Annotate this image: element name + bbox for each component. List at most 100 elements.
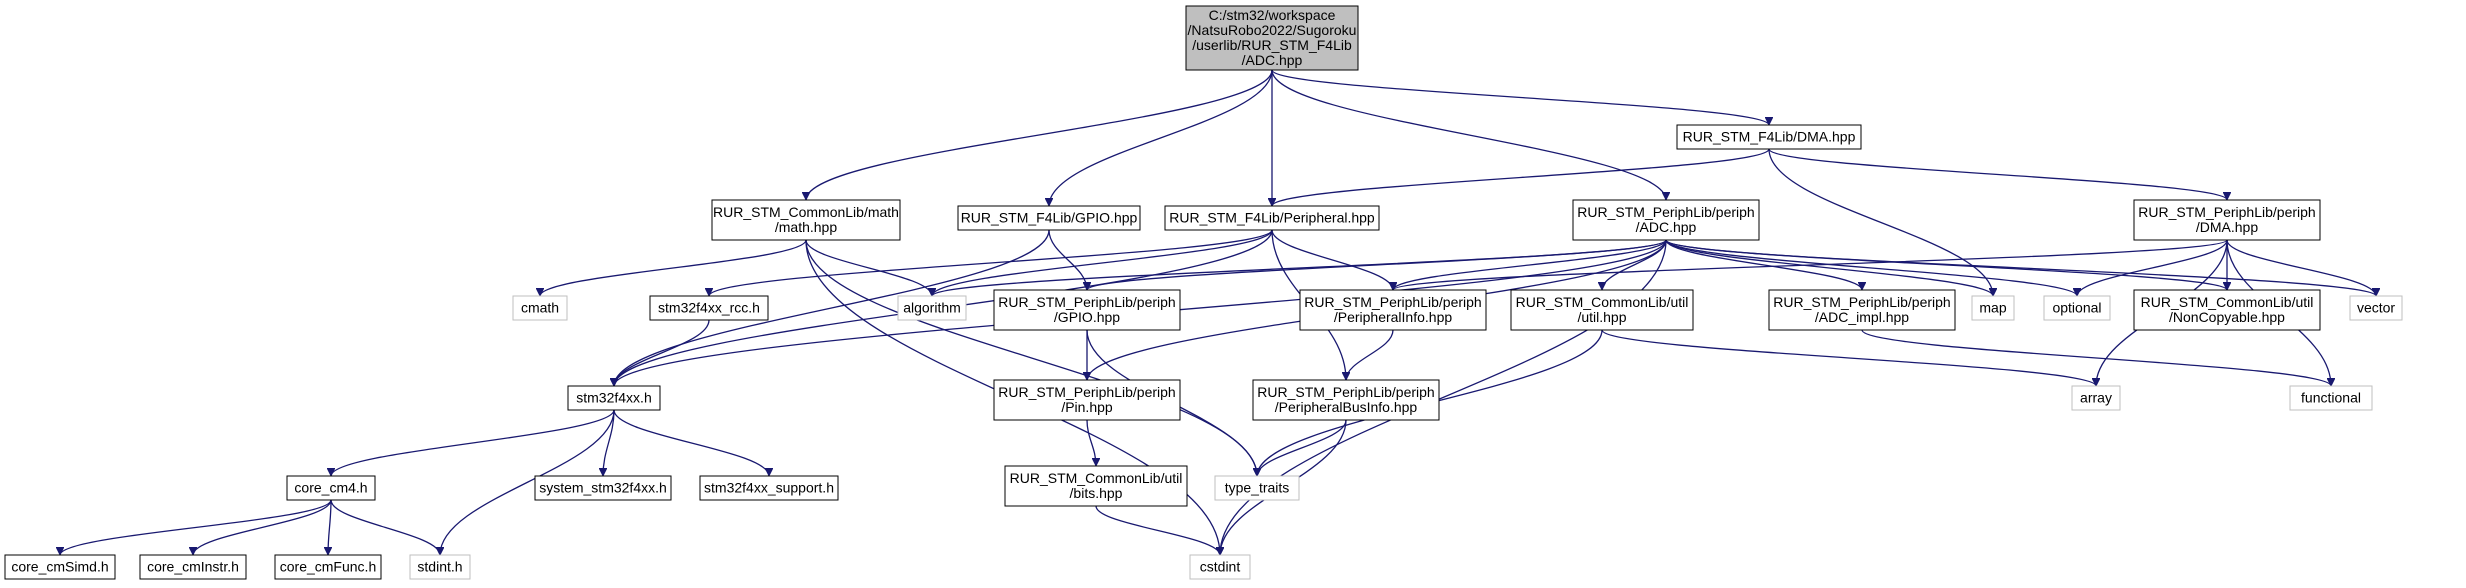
node-label-line: /NatsuRobo2022/Sugoroku: [1188, 22, 1357, 38]
node-label-line: system_stm32f4xx.h: [539, 480, 667, 496]
node-label-line: RUR_STM_PeriphLib/periph: [998, 294, 1175, 310]
node-label-line: /PeripheralBusInfo.hpp: [1275, 399, 1418, 415]
node-label-line: vector: [2357, 300, 2395, 316]
edge-util_hpp-to-array: [1601, 329, 2096, 387]
node-util_hpp[interactable]: RUR_STM_CommonLib/util/util.hpp: [1510, 289, 1694, 331]
node-box: [2043, 295, 2111, 321]
node-periph_gpio_hpp[interactable]: RUR_STM_PeriphLib/periph/GPIO.hpp: [993, 289, 1181, 331]
edge-layer: [60, 69, 2376, 556]
edge-stm32f4xx_h-to-support_h: [613, 409, 769, 477]
node-periph_info_hpp[interactable]: RUR_STM_PeriphLib/periph/PeripheralInfo.…: [1299, 289, 1487, 331]
node-label-line: functional: [2301, 390, 2361, 406]
edge-periph_dma_hpp-to-periph_info_hpp: [1393, 239, 2228, 291]
node-stm32f4xx_h[interactable]: stm32f4xx.h: [567, 385, 661, 411]
edge-math_hpp-to-cmath: [540, 239, 807, 297]
node-label-line: RUR_STM_PeriphLib/periph: [998, 384, 1175, 400]
node-simd_h[interactable]: core_cmSimd.h: [4, 554, 116, 580]
edge-dma_hpp-to-map: [1768, 148, 1993, 296]
edge-core_cm4_h-to-func_h: [328, 499, 331, 555]
node-noncopyable_hpp[interactable]: RUR_STM_CommonLib/util/NonCopyable.hpp: [2133, 289, 2321, 331]
node-math_hpp[interactable]: RUR_STM_CommonLib/math/math.hpp: [711, 199, 901, 241]
node-box: [1971, 295, 2015, 321]
node-periph_bus_info_hpp[interactable]: RUR_STM_PeriphLib/periph/PeripheralBusIn…: [1252, 379, 1440, 421]
node-label-line: /GPIO.hpp: [1054, 309, 1120, 325]
node-label-line: /util.hpp: [1577, 309, 1626, 325]
node-label-line: core_cmSimd.h: [11, 559, 108, 575]
node-label-line: algorithm: [903, 300, 961, 316]
edge-rcc_h-to-stm32f4xx_h: [614, 319, 710, 387]
node-box: [512, 295, 568, 321]
node-label-line: RUR_STM_PeriphLib/periph: [2138, 204, 2315, 220]
edge-root-to-dma_hpp: [1271, 69, 1769, 126]
node-periph_adc_hpp[interactable]: RUR_STM_PeriphLib/periph/ADC.hpp: [1572, 199, 1760, 241]
node-system_h[interactable]: system_stm32f4xx.h: [534, 475, 672, 501]
node-label-line: RUR_STM_PeriphLib/periph: [1773, 294, 1950, 310]
node-box: [1676, 124, 1862, 150]
node-support_h[interactable]: stm32f4xx_support.h: [699, 475, 839, 501]
node-instr_h[interactable]: core_cmInstr.h: [139, 554, 247, 580]
edge-stm32f4xx_h-to-core_cm4_h: [331, 409, 615, 477]
edge-dma_hpp-to-periph_dma_hpp: [1768, 148, 2227, 201]
edge-peripheral_hpp-to-periph_info_hpp: [1271, 229, 1393, 291]
edge-core_cm4_h-to-simd_h: [60, 499, 332, 556]
node-dma_hpp[interactable]: RUR_STM_F4Lib/DMA.hpp: [1676, 124, 1862, 150]
node-vector: vector: [2349, 295, 2403, 321]
edge-periph_bus_info_hpp-to-type_traits: [1257, 419, 1347, 477]
node-label-line: cmath: [521, 300, 559, 316]
node-peripheral_hpp[interactable]: RUR_STM_F4Lib/Peripheral.hpp: [1164, 205, 1380, 231]
edge-periph_dma_hpp-to-vector: [2226, 239, 2376, 297]
node-label-line: type_traits: [1225, 480, 1290, 496]
node-label-line: RUR_STM_PeriphLib/periph: [1577, 204, 1754, 220]
node-rcc_h[interactable]: stm32f4xx_rcc.h: [649, 295, 769, 321]
node-type_traits: type_traits: [1214, 475, 1300, 501]
node-box: [699, 475, 839, 501]
edge-periph_adc_hpp-to-adc_impl_hpp: [1665, 239, 1862, 291]
node-box: [2133, 199, 2321, 241]
node-label-line: map: [1979, 300, 2006, 316]
node-box: [1185, 5, 1359, 71]
node-label-line: /DMA.hpp: [2196, 219, 2258, 235]
node-cstdint: cstdint: [1189, 554, 1251, 580]
node-functional: functional: [2289, 385, 2373, 411]
node-box: [1510, 289, 1694, 331]
node-box: [897, 295, 967, 321]
node-pin_hpp[interactable]: RUR_STM_PeriphLib/periph/Pin.hpp: [993, 379, 1181, 421]
node-box: [711, 199, 901, 241]
node-label-line: array: [2080, 390, 2112, 406]
node-adc_impl_hpp[interactable]: RUR_STM_PeriphLib/periph/ADC_impl.hpp: [1768, 289, 1956, 331]
node-box: [1004, 465, 1188, 507]
node-label-line: /math.hpp: [775, 219, 837, 235]
edge-periph_adc_hpp-to-periph_info_hpp: [1393, 239, 1667, 291]
node-label-line: /bits.hpp: [1070, 485, 1123, 501]
edge-root-to-gpio_hpp: [1049, 69, 1273, 206]
node-label-line: /ADC.hpp: [1636, 219, 1697, 235]
node-gpio_hpp[interactable]: RUR_STM_F4Lib/GPIO.hpp: [957, 205, 1141, 231]
node-layer: C:/stm32/workspace/NatsuRobo2022/Sugorok…: [4, 5, 2403, 580]
node-label-line: /NonCopyable.hpp: [2169, 309, 2285, 325]
node-label-line: /PeripheralInfo.hpp: [1334, 309, 1453, 325]
edge-periph_dma_hpp-to-optional: [2077, 239, 2228, 297]
node-label-line: C:/stm32/workspace: [1209, 7, 1336, 23]
node-label-line: stdint.h: [417, 559, 462, 575]
edge-math_hpp-to-algorithm: [805, 239, 932, 297]
node-box: [1189, 554, 1251, 580]
node-box: [286, 475, 376, 501]
node-box: [2071, 385, 2121, 411]
node-algorithm: algorithm: [897, 295, 967, 321]
node-box: [409, 554, 471, 580]
edge-periph_adc_hpp-to-map: [1665, 239, 1993, 297]
node-box: [1252, 379, 1440, 421]
node-func_h[interactable]: core_cmFunc.h: [274, 554, 382, 580]
node-bits_hpp[interactable]: RUR_STM_CommonLib/util/bits.hpp: [1004, 465, 1188, 507]
node-label-line: RUR_STM_F4Lib/DMA.hpp: [1683, 129, 1856, 145]
node-root[interactable]: C:/stm32/workspace/NatsuRobo2022/Sugorok…: [1185, 5, 1359, 71]
node-label-line: RUR_STM_F4Lib/Peripheral.hpp: [1169, 210, 1375, 226]
node-map: map: [1971, 295, 2015, 321]
edge-dma_hpp-to-peripheral_hpp: [1272, 148, 1770, 207]
node-core_cm4_h[interactable]: core_cm4.h: [286, 475, 376, 501]
node-label-line: /userlib/RUR_STM_F4Lib: [1192, 37, 1352, 53]
node-label-line: core_cmInstr.h: [147, 559, 239, 575]
node-periph_dma_hpp[interactable]: RUR_STM_PeriphLib/periph/DMA.hpp: [2133, 199, 2321, 241]
node-cmath: cmath: [512, 295, 568, 321]
